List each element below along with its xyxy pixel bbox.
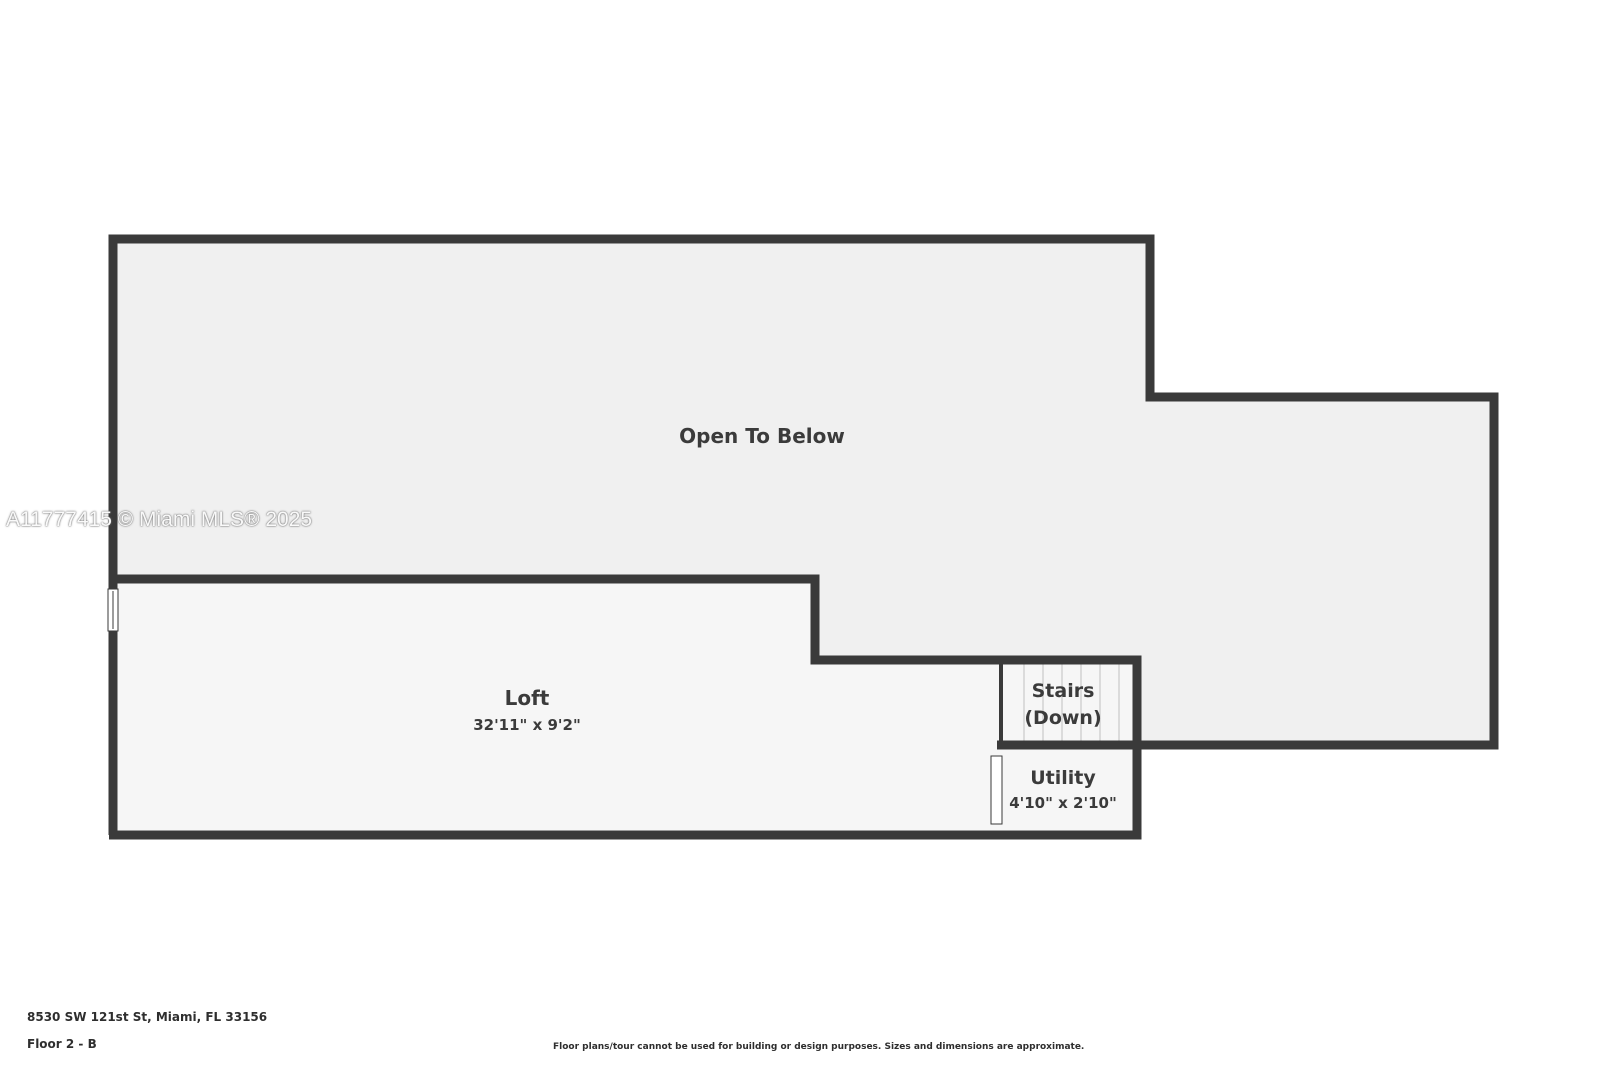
loft-room — [113, 579, 1002, 830]
utility-dimensions: 4'10" x 2'10" — [1009, 794, 1117, 812]
utility-room — [1002, 745, 1133, 830]
watermark: A11777415 © Miami MLS® 2025 — [6, 508, 313, 531]
property-address: 8530 SW 121st St, Miami, FL 33156 — [27, 1010, 268, 1024]
utility-door — [990, 755, 1003, 825]
stair-treads — [1023, 664, 1120, 741]
loft-dimensions: 32'11" x 9'2" — [473, 716, 581, 734]
walls — [108, 234, 1499, 840]
loft-window — [107, 588, 119, 632]
loft-label: Loft — [505, 686, 550, 710]
stairs-label: Stairs — [1032, 680, 1095, 702]
disclaimer: Floor plans/tour cannot be used for buil… — [553, 1042, 1085, 1052]
floor-label: Floor 2 - B — [27, 1037, 97, 1051]
stairs-direction-label: (Down) — [1024, 707, 1101, 729]
utility-label: Utility — [1030, 767, 1096, 789]
open-to-below-label: Open To Below — [679, 424, 845, 448]
open-to-below-area — [113, 243, 1491, 741]
